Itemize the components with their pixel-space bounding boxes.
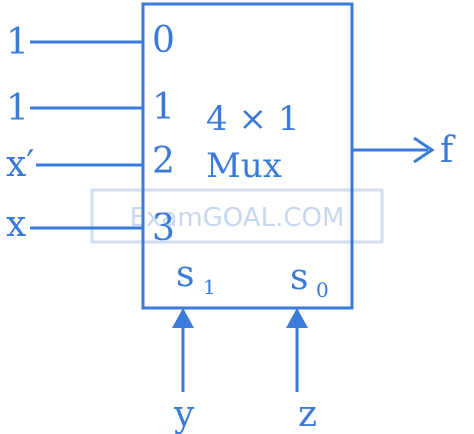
mux-size-label: 4 × 1 — [206, 99, 299, 139]
watermark-box — [90, 188, 384, 244]
input-index-3: 3 — [152, 208, 175, 249]
select-s0-label: s — [290, 257, 308, 298]
select-s1-subscript: 1 — [203, 275, 216, 299]
mux-block — [141, 2, 354, 310]
select-arrow-s0 — [286, 308, 308, 328]
select-arrow-s1 — [172, 308, 194, 328]
select-s0-subscript: 0 — [316, 278, 329, 302]
input-index-0: 0 — [152, 20, 175, 61]
input-signal-1: 1 — [6, 88, 29, 129]
mux-type-label: Mux — [206, 146, 282, 186]
select-s1-label: s — [176, 254, 194, 295]
input-signal-2: x′ — [6, 144, 34, 185]
watermark-text: ExamGOAL.COM — [130, 203, 345, 233]
input-signal-3: x — [6, 204, 26, 245]
select-signal-y: y — [173, 394, 195, 434]
output-arrow — [413, 136, 435, 164]
input-signal-0: 1 — [6, 22, 29, 63]
input-index-2: 2 — [152, 141, 175, 182]
select-signal-z: z — [298, 394, 317, 434]
input-index-1: 1 — [152, 87, 175, 128]
output-label: f — [440, 130, 456, 171]
